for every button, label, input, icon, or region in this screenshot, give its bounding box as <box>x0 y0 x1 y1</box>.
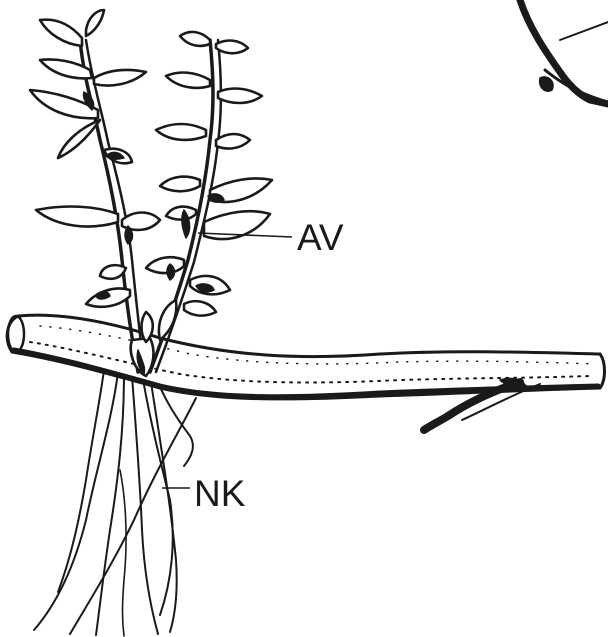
stem-fragment-top-right <box>520 0 608 104</box>
av-label: AV <box>297 217 344 258</box>
nk-label: NK <box>194 473 246 514</box>
roots <box>34 370 196 636</box>
right-shoot <box>146 32 272 372</box>
